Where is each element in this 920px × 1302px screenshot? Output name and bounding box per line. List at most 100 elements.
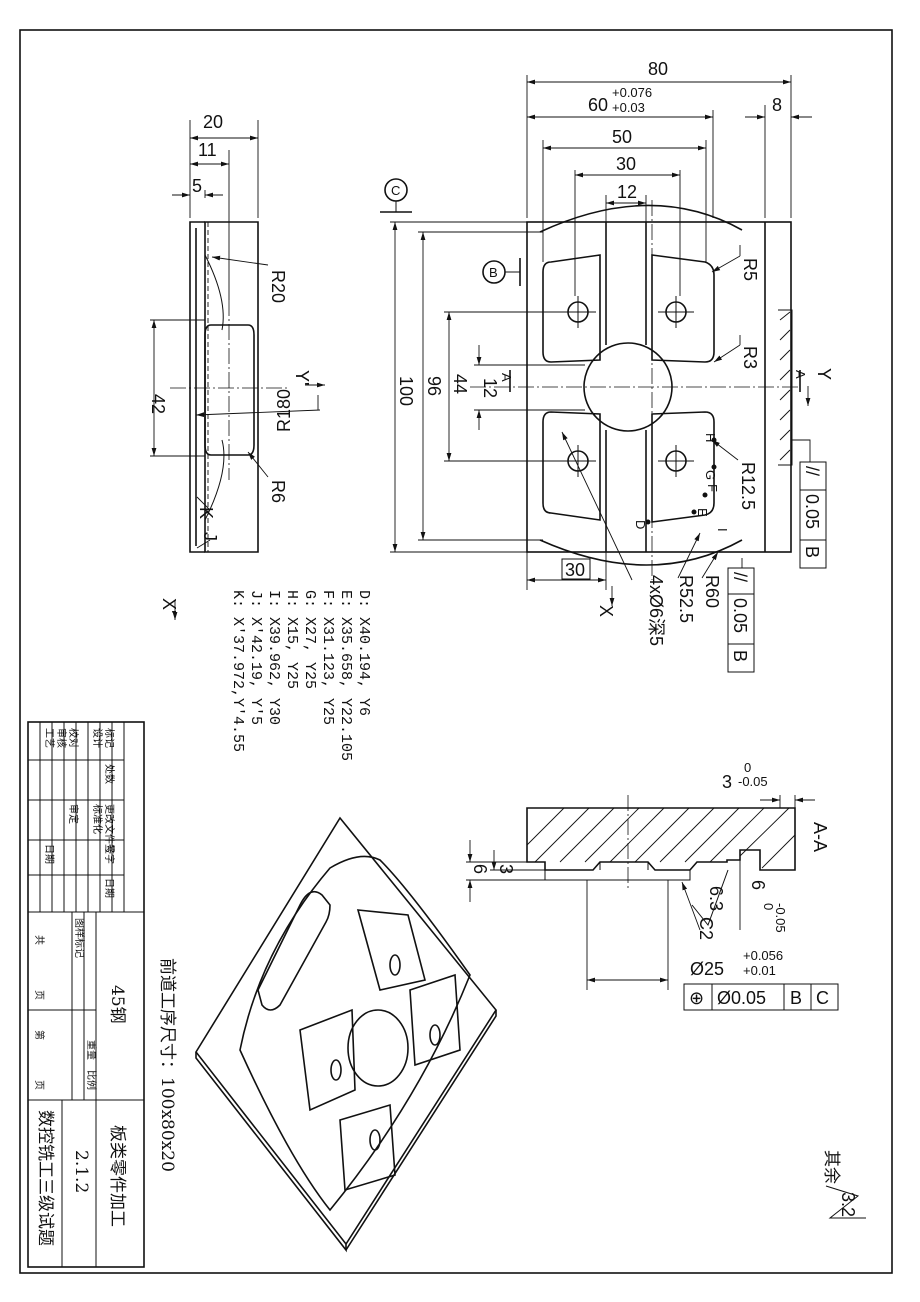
axis-y: Y xyxy=(814,368,834,380)
tb-drawing-mark: 图样标记 xyxy=(73,918,86,958)
top-view: 80 60 +0.076 +0.03 8 50 30 12 100 96 44 … xyxy=(380,59,834,673)
datum-b: B xyxy=(489,265,498,280)
dim-30: 30 xyxy=(616,154,636,174)
dim-20: 20 xyxy=(203,112,223,132)
part-name: 板类零件加工 xyxy=(107,1125,127,1227)
radius-r60: R60 xyxy=(702,575,722,608)
dia-25-upper-tol: +0.056 xyxy=(743,948,783,963)
point-d: D xyxy=(633,520,648,529)
radius-r5: R5 xyxy=(740,258,760,281)
dim-3: 3 xyxy=(722,772,732,792)
radius-r20: R20 xyxy=(268,270,288,303)
dim-60-upper-tol: +0.076 xyxy=(612,85,652,100)
side-view: 20 11 5 42 R20 R180 R6 K J Y' X' xyxy=(148,112,325,620)
stock-size-note: 前道工序尺寸：100x80x20 xyxy=(157,958,177,1172)
point-f: F xyxy=(705,484,720,492)
radius-r3: R3 xyxy=(740,346,760,369)
tb-standardization: 标准化 xyxy=(91,804,104,834)
tb-change-no: 更改文件号 xyxy=(103,804,116,854)
position-tol-symbol: ⊕ xyxy=(689,988,704,1008)
tb-weight: 重量 xyxy=(85,1040,98,1060)
sheet-border xyxy=(19,29,893,1274)
tb-pages-2: 页 xyxy=(33,1080,45,1090)
section-hatching xyxy=(526,807,796,869)
position-tol-value: Ø0.05 xyxy=(717,988,766,1008)
point-j: J xyxy=(200,532,220,541)
tb-pages: 页 xyxy=(33,990,45,1000)
roughness-prefix: 其余 xyxy=(821,1150,841,1184)
coord-e: E: X35.658, Y22.105 xyxy=(337,590,354,761)
axis-x: X xyxy=(596,605,616,617)
point-g: G xyxy=(703,470,718,480)
point-i: I xyxy=(715,528,730,532)
coord-i: I: X39.962, Y30 xyxy=(265,590,282,725)
coord-d: D: X40.194, Y6 xyxy=(355,590,372,716)
tb-date-2: 日期 xyxy=(43,844,55,864)
drawing-number: 2.1.2 xyxy=(71,1150,91,1193)
radius-r180: R180 xyxy=(274,389,294,432)
radius-r6: R6 xyxy=(268,480,288,503)
tb-approve: 审定 xyxy=(67,804,80,824)
dim-12-vertical: 12 xyxy=(480,378,500,398)
exam-title: 数控铣工三级试题 xyxy=(35,1110,55,1246)
dim-3-left: 3 xyxy=(496,864,516,874)
tolerance-2-datum: B xyxy=(730,650,750,662)
dim-30-bottom: 30 xyxy=(565,560,585,580)
coordinate-list: D: X40.194, Y6 E: X35.658, Y22.105 F: X3… xyxy=(229,590,372,761)
dim-6-upper-tol: 0 xyxy=(761,903,776,910)
dim-44: 44 xyxy=(450,374,470,394)
position-tol-datum-b: B xyxy=(790,988,802,1008)
tolerance-1-symbol: // xyxy=(802,466,822,476)
radius-r52-5: R52.5 xyxy=(676,575,696,623)
tolerance-2-symbol: // xyxy=(730,572,750,582)
tb-mark: 标记 xyxy=(103,728,115,748)
chamfer-c2: C2 xyxy=(696,917,716,940)
dim-50: 50 xyxy=(612,127,632,147)
tb-scale: 比例 xyxy=(85,1070,98,1090)
coord-j: J: X'42.19, Y'5 xyxy=(247,590,264,725)
tb-check: 校对 xyxy=(67,728,80,748)
roughness-6-3: 6.3 xyxy=(706,886,726,911)
holes-callout: 4xØ6深5 xyxy=(646,575,666,646)
section-mark-left: A xyxy=(499,373,514,382)
tb-design: 设计 xyxy=(91,728,104,748)
roughness-note: 其余 3.2 xyxy=(821,1150,866,1219)
roughness-value: 3.2 xyxy=(838,1192,858,1217)
dim-80: 80 xyxy=(648,59,668,79)
isometric-view xyxy=(195,816,497,1253)
tb-count: 处数 xyxy=(103,764,116,784)
material: 45钢 xyxy=(107,985,127,1024)
coord-f: F: X31.123, Y25 xyxy=(319,590,336,725)
dim-5: 5 xyxy=(192,176,202,196)
dim-8: 8 xyxy=(772,95,782,115)
tolerance-1-value: 0.05 xyxy=(802,494,822,529)
axis-x-prime: X' xyxy=(159,598,179,613)
dim-3-upper-tol: 0 xyxy=(744,760,751,775)
point-e: E xyxy=(695,508,710,517)
tb-signature: 签字 xyxy=(103,844,116,864)
coord-k: K: X'37.972,Y'4.55 xyxy=(229,590,246,752)
dim-6-right: 6 xyxy=(748,880,768,890)
tb-total: 共 xyxy=(33,935,45,945)
section-title: A-A xyxy=(810,822,830,852)
coord-h: H: X15, Y25 xyxy=(283,590,300,689)
dim-6-left: 6 xyxy=(470,864,490,874)
dim-60: 60 xyxy=(588,95,608,115)
dim-42: 42 xyxy=(148,394,168,414)
tolerance-2-value: 0.05 xyxy=(730,598,750,633)
datum-c: C xyxy=(391,183,400,198)
point-h: H xyxy=(703,433,718,442)
dim-3-lower-tol: -0.05 xyxy=(738,774,768,789)
dim-96: 96 xyxy=(424,376,444,396)
point-k: K xyxy=(196,507,216,519)
dim-6-lower-tol: -0.05 xyxy=(773,903,788,933)
tolerance-1-datum: B xyxy=(802,546,822,558)
dim-11: 11 xyxy=(198,140,217,160)
tb-sheet: 第 xyxy=(33,1030,46,1040)
dia-25-lower-tol: +0.01 xyxy=(743,963,776,978)
dim-60-lower-tol: +0.03 xyxy=(612,100,645,115)
tb-process: 工艺 xyxy=(43,728,55,748)
dim-12: 12 xyxy=(617,182,637,202)
axis-y-prime: Y' xyxy=(292,370,312,385)
